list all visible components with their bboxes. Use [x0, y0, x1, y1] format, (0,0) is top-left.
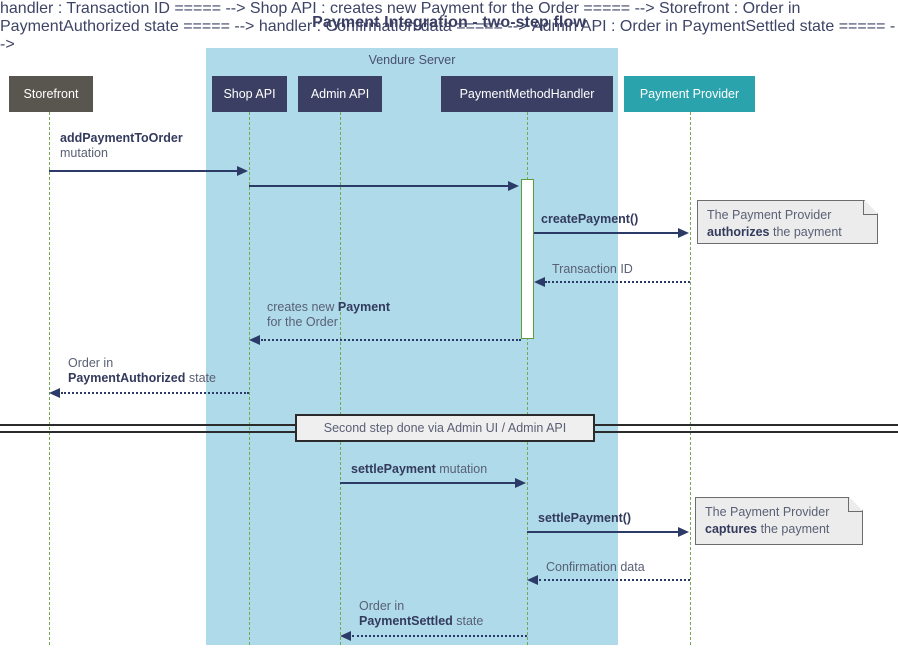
note-fold-icon-2 — [848, 497, 863, 512]
creates-new-line2: for the Order — [267, 315, 338, 329]
arrowhead-order-payment-authorized — [49, 388, 60, 398]
message-label-order-payment-authorized: Order in PaymentAuthorized state — [68, 356, 216, 386]
arrowhead-confirmation-data — [527, 575, 538, 585]
message-transaction-id — [545, 281, 690, 283]
order-in-text-1: Order in — [68, 356, 114, 370]
message-label-create-payment: createPayment() — [541, 212, 638, 227]
lifeline-payment-provider — [690, 112, 691, 645]
message-label-settle-payment-call: settlePayment() — [538, 511, 631, 526]
message-creates-new-payment — [261, 339, 521, 341]
note-authorizes-line1: The Payment Provider — [707, 208, 832, 222]
message-settle-payment-call — [527, 531, 679, 533]
settle-payment-call-bold: settlePayment() — [538, 511, 632, 525]
message-add-payment-to-order — [49, 170, 239, 172]
participant-payment-provider-label: Payment Provider — [639, 87, 740, 101]
participant-admin-api-label: Admin API — [310, 87, 370, 101]
lifeline-storefront — [49, 112, 50, 645]
creates-new-bold: Payment — [337, 300, 390, 314]
note-authorizes: The Payment Provider authorizes the paym… — [697, 200, 878, 244]
arrowhead-settle-payment-mutation — [515, 478, 526, 488]
message-confirmation-data — [539, 579, 690, 581]
create-payment-bold: createPayment() — [541, 212, 639, 226]
message-create-payment — [534, 232, 679, 234]
settle-payment-bold: settlePayment — [351, 462, 436, 476]
order-in-text-2: Order in — [359, 599, 405, 613]
message-order-payment-settled — [352, 635, 527, 637]
message-label-creates-new-payment: creates new Payment for the Order — [267, 300, 390, 330]
group-vendure-server — [206, 48, 618, 645]
note-authorizes-rest: the payment — [769, 225, 842, 239]
lifeline-admin-api — [340, 112, 341, 645]
arrowhead-create-payment — [678, 228, 689, 238]
participant-admin-api[interactable]: Admin API — [298, 76, 382, 112]
note-captures-bold: captures — [705, 522, 758, 536]
add-payment-bold: addPaymentToOrder — [60, 131, 183, 145]
arrowhead-settle-payment-call — [678, 527, 689, 537]
participant-storefront[interactable]: Storefront — [9, 76, 93, 112]
settle-payment-rest: mutation — [435, 462, 488, 476]
message-label-order-payment-settled: Order in PaymentSettled state — [359, 599, 483, 629]
participant-shop-api[interactable]: Shop API — [212, 76, 287, 112]
creates-new-pre: creates new — [267, 300, 338, 314]
payment-settled-bold: PaymentSettled — [359, 614, 453, 628]
activation-payment-method-handler — [521, 179, 534, 339]
payment-settled-rest: state — [452, 614, 484, 628]
message-order-payment-authorized — [61, 392, 249, 394]
participant-payment-method-handler[interactable]: PaymentMethodHandler — [441, 76, 613, 112]
message-label-confirmation-data: Confirmation data — [546, 560, 645, 575]
note-captures: The Payment Provider captures the paymen… — [695, 497, 863, 545]
arrowhead-creates-new-payment — [249, 335, 260, 345]
message-label-transaction-id: Transaction ID — [552, 262, 633, 277]
participant-storefront-label: Storefront — [23, 87, 79, 101]
lifeline-shop-api — [249, 112, 250, 645]
lifeline-payment-method-handler — [527, 112, 528, 645]
arrowhead-shop-to-handler — [508, 181, 519, 191]
note-fold-icon — [863, 200, 878, 215]
divider-label-box: Second step done via Admin UI / Admin AP… — [295, 414, 595, 442]
arrowhead-transaction-id — [534, 277, 545, 287]
note-authorizes-bold: authorizes — [707, 225, 770, 239]
arrowhead-order-payment-settled — [340, 631, 351, 641]
confirmation-data-text: Confirmation data — [546, 560, 645, 574]
participant-payment-method-handler-label: PaymentMethodHandler — [459, 87, 595, 101]
participant-shop-api-label: Shop API — [223, 87, 276, 101]
message-settle-payment-mutation — [340, 482, 516, 484]
payment-authorized-rest: state — [185, 371, 216, 385]
divider-label: Second step done via Admin UI / Admin AP… — [323, 421, 567, 435]
payment-authorized-bold: PaymentAuthorized — [68, 371, 186, 385]
message-label-add-payment-to-order: addPaymentToOrder mutation — [60, 131, 183, 161]
group-vendure-server-label: Vendure Server — [368, 53, 456, 67]
message-shop-to-handler — [249, 185, 510, 187]
transaction-id-text: Transaction ID — [552, 262, 633, 276]
page-title: Payment Integration - two-step flow — [312, 14, 586, 31]
arrowhead-add-payment-to-order — [237, 166, 248, 176]
note-captures-line1: The Payment Provider — [705, 505, 830, 519]
participant-payment-provider[interactable]: Payment Provider — [624, 76, 755, 112]
add-payment-rest: mutation — [60, 146, 108, 160]
message-label-settle-payment-mutation: settlePayment mutation — [351, 462, 487, 477]
note-captures-rest: the payment — [757, 522, 830, 536]
